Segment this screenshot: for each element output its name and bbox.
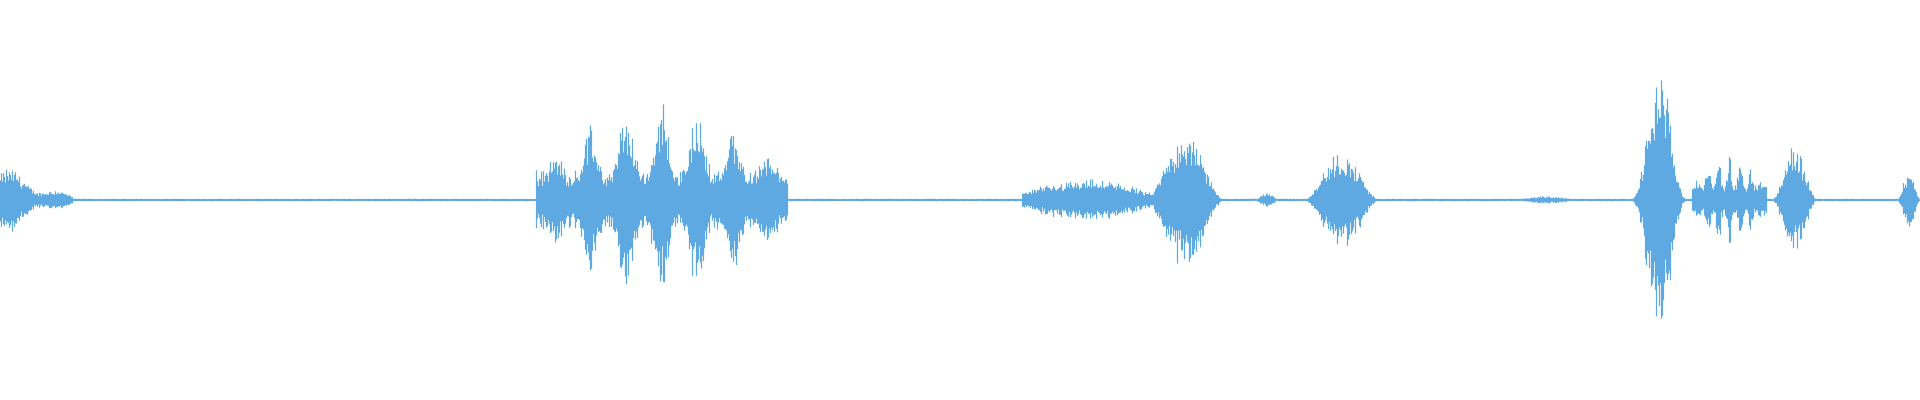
waveform-path [0,80,1920,319]
waveform-samples [0,80,1920,319]
